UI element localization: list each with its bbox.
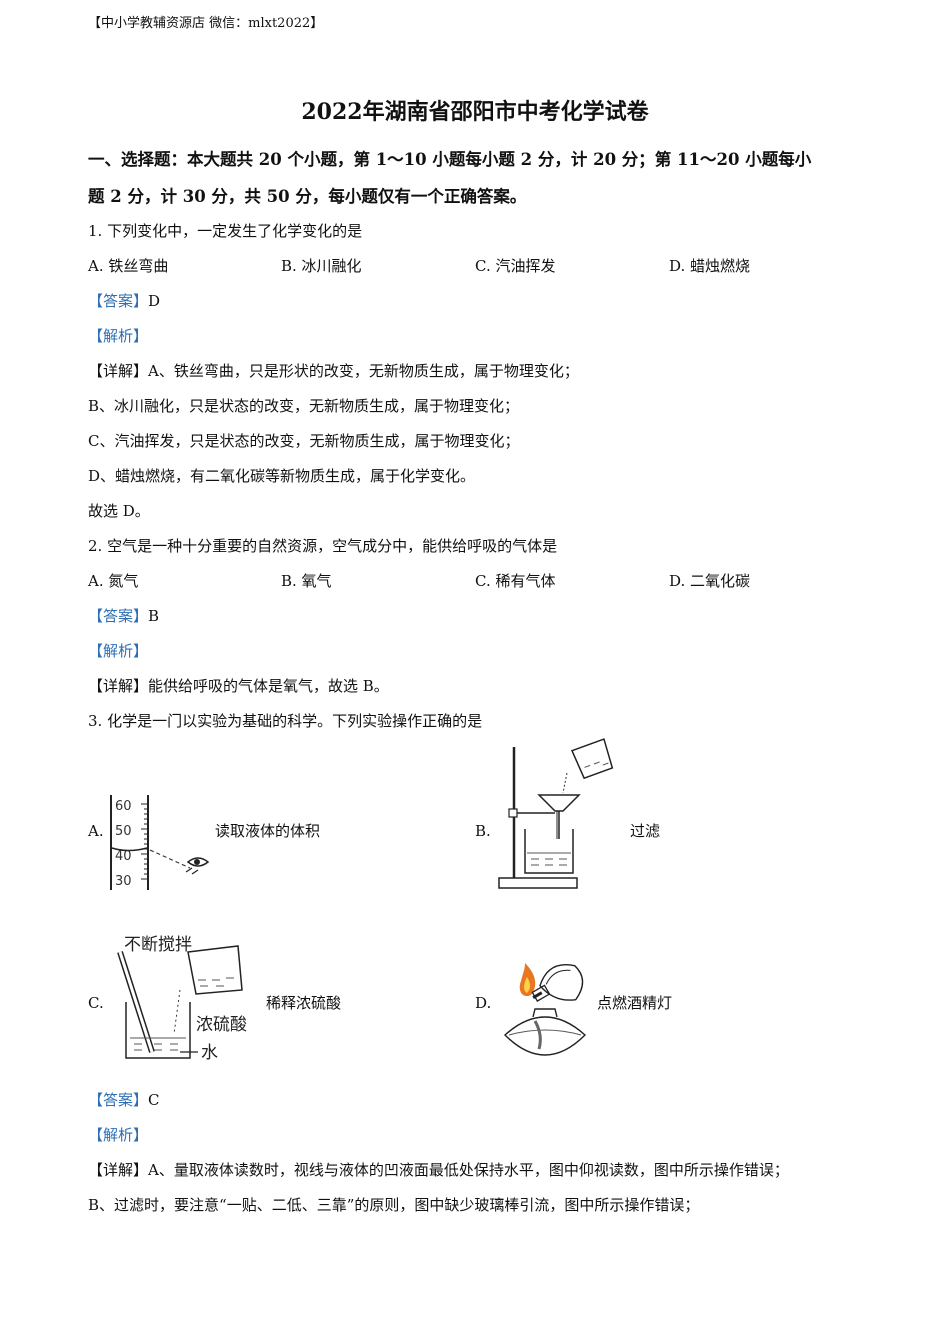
q2-answer: 【答案】B: [88, 606, 159, 626]
q3-stem: 3. 化学是一门以实验为基础的科学。下列实验操作正确的是: [88, 712, 483, 730]
answer-label: 【答案】: [88, 607, 149, 625]
detail-label: 【详解】: [88, 1161, 149, 1179]
page-title: 2022年湖南省邵阳市中考化学试卷: [301, 99, 649, 125]
q3-answer: 【答案】C: [88, 1090, 160, 1110]
stir-label: 不断搅拌: [124, 935, 192, 955]
q3-option-c-letter: C.: [88, 994, 104, 1012]
graduated-cylinder-figure: 60 50 40 30: [110, 795, 210, 890]
tick-label: 40: [115, 849, 132, 864]
dilution-apparatus-figure: 不断搅拌 浓硫酸 水: [117, 935, 247, 1063]
q1-detail-text: A、铁丝弯曲，只是形状的改变，无新物质生成，属于物理变化；: [148, 362, 579, 380]
q2-option-a: A. 氮气: [88, 572, 139, 590]
q1-stem: 1. 下列变化中，一定发生了化学变化的是: [88, 222, 363, 240]
q1-option-d: D. 蜡烛燃烧: [669, 257, 751, 275]
q3-detail-2: B、过滤时，要注意“一贴、二低、三靠”的原则，图中缺少玻璃棒引流，图中所示操作错…: [88, 1196, 700, 1214]
answer-label: 【答案】: [88, 292, 149, 310]
detail-label: 【详解】: [88, 362, 149, 380]
tick-label: 30: [115, 874, 132, 889]
q1-option-a: A. 铁丝弯曲: [88, 257, 169, 275]
q3-option-a-letter: A.: [88, 822, 104, 840]
q2-option-c: C. 稀有气体: [475, 572, 556, 590]
water-label: 水: [201, 1043, 218, 1063]
q2-option-d: D. 二氧化碳: [669, 572, 751, 590]
q2-option-b: B. 氧气: [281, 572, 332, 590]
q3-detail-text: A、量取液体读数时，视线与液体的凹液面最低处保持水平，图中仰视读数，图中所示操作…: [148, 1161, 789, 1179]
section-heading-line1: 一、选择题：本大题共 20 个小题，第 1～10 小题每小题 2 分，计 20 …: [88, 150, 812, 169]
alcohol-lamp-figure: [503, 963, 587, 1056]
q1-detail-4: D、蜡烛燃烧，有二氧化碳等新物质生成，属于化学变化。: [88, 467, 476, 485]
q3-analysis-label: 【解析】: [88, 1126, 149, 1144]
acid-label: 浓硫酸: [196, 1015, 247, 1035]
q1-analysis-label: 【解析】: [88, 327, 149, 345]
q3-option-a-caption: 读取液体的体积: [215, 822, 321, 840]
q1-conclusion: 故选 D。: [88, 502, 150, 520]
q3-option-b-caption: 过滤: [630, 822, 661, 840]
answer-label: 【答案】: [88, 1091, 149, 1109]
eye-icon: [185, 857, 210, 875]
flame-icon: [519, 963, 536, 997]
tick-label: 50: [115, 824, 132, 839]
q1-detail-3: C、汽油挥发，只是状态的改变，无新物质生成，属于物理变化；: [88, 432, 520, 450]
q3-option-d-letter: D.: [475, 994, 492, 1012]
q3-answer-value: C: [148, 1091, 160, 1109]
section-heading-line2: 题 2 分，计 30 分，共 50 分，每小题仅有一个正确答案。: [88, 187, 527, 206]
q1-detail-1: 【详解】A、铁丝弯曲，只是形状的改变，无新物质生成，属于物理变化；: [88, 361, 579, 381]
q1-detail-2: B、冰川融化，只是状态的改变，无新物质生成，属于物理变化；: [88, 397, 520, 415]
q1-answer-value: D: [148, 292, 161, 310]
q2-stem: 2. 空气是一种十分重要的自然资源，空气成分中，能供给呼吸的气体是: [88, 537, 558, 555]
q2-detail-text: 能供给呼吸的气体是氧气，故选 B。: [148, 677, 389, 695]
q1-option-c: C. 汽油挥发: [475, 257, 556, 275]
q3-option-b-letter: B.: [475, 822, 491, 840]
q2-answer-value: B: [148, 607, 160, 625]
q2-analysis-label: 【解析】: [88, 642, 149, 660]
q2-detail: 【详解】能供给呼吸的气体是氧气，故选 B。: [88, 676, 389, 696]
filtration-apparatus-figure: [498, 738, 614, 889]
q3-option-d-caption: 点燃酒精灯: [597, 994, 673, 1012]
tick-label: 60: [115, 799, 132, 814]
q1-option-b: B. 冰川融化: [281, 257, 362, 275]
detail-label: 【详解】: [88, 677, 149, 695]
q1-answer: 【答案】D: [88, 291, 160, 311]
q3-option-c-caption: 稀释浓硫酸: [266, 994, 342, 1012]
q3-detail-1: 【详解】A、量取液体读数时，视线与液体的凹液面最低处保持水平，图中仰视读数，图中…: [88, 1160, 789, 1180]
page-header: 【中小学教辅资源店 微信：mlxt2022】: [88, 16, 324, 31]
